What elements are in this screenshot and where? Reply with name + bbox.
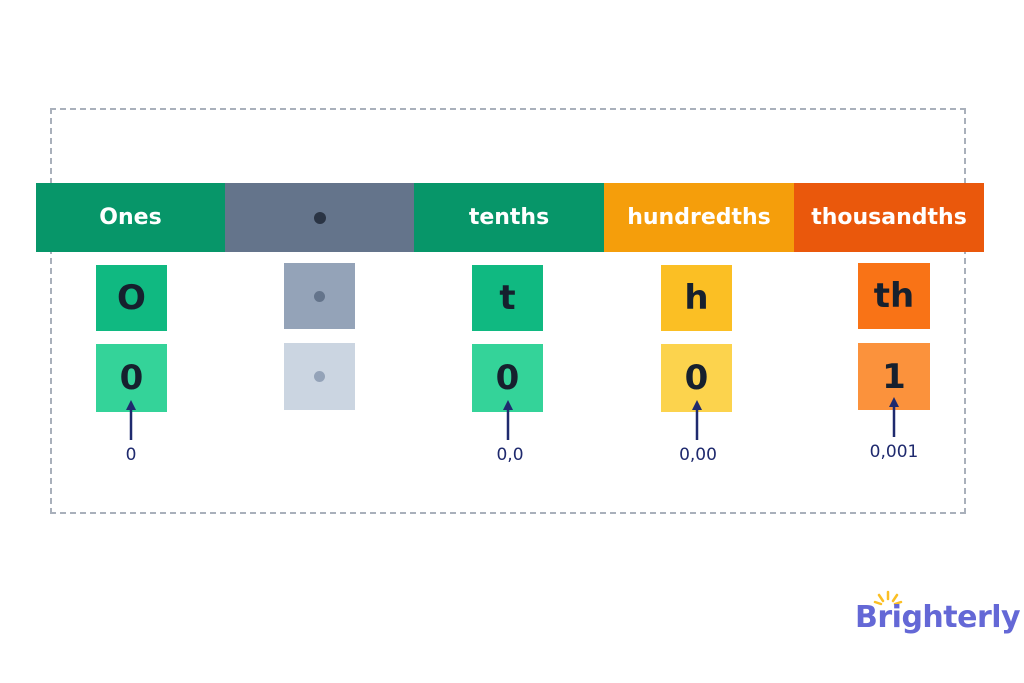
symbol-hundredths: h (684, 278, 709, 318)
digit-box-hundredths: 0 (661, 344, 732, 412)
symbol-box-ones: O (96, 265, 167, 331)
value-label-thousandths: 0,001 (869, 442, 919, 462)
header-ones: Ones (36, 183, 225, 252)
symbol-box-thousandths: th (858, 263, 930, 329)
decimal-point-icon (314, 290, 325, 302)
arrow-head-hundredths (692, 400, 702, 410)
header-ones-label: Ones (99, 205, 162, 230)
header-hundredths: hundredths (604, 183, 794, 252)
arrow-head-tenths (503, 400, 513, 410)
arrow-head-ones (126, 400, 136, 410)
digit-hundredths: 0 (684, 358, 709, 398)
value-label-tenths: 0,0 (496, 445, 524, 465)
digit-box-tenths: 0 (472, 344, 543, 412)
symbol-box-tenths: t (472, 265, 543, 331)
digit-thousandths: 1 (882, 356, 906, 397)
symbol-thousandths: th (873, 276, 915, 316)
header-thousandths-label: thousandths (811, 205, 967, 230)
arrow-head-thousandths (889, 397, 899, 407)
value-label-hundredths: 0,00 (679, 445, 717, 465)
symbol-tenths: t (499, 278, 516, 318)
decimal-point-icon (313, 211, 326, 224)
value-label-ones: 0 (125, 445, 137, 465)
digit-tenths: 0 (495, 358, 520, 398)
symbol-box-hundredths: h (661, 265, 732, 331)
header-tenths-label: tenths (468, 205, 550, 230)
brighterly-logo: Brighterly (855, 600, 1021, 635)
symbol-box-decimal-point (284, 263, 355, 329)
digit-ones: 0 (119, 358, 144, 398)
place-value-frame (50, 108, 966, 514)
header-thousandths: thousandths (794, 183, 984, 252)
symbol-ones: O (117, 278, 146, 318)
header-tenths: tenths (414, 183, 604, 252)
header-decimal-point (225, 183, 414, 252)
logo-sun-icon (873, 590, 903, 606)
digit-box-decimal-point (284, 343, 355, 410)
digit-box-ones: 0 (96, 344, 167, 412)
header-hundredths-label: hundredths (627, 205, 771, 230)
decimal-point-icon (314, 371, 325, 382)
